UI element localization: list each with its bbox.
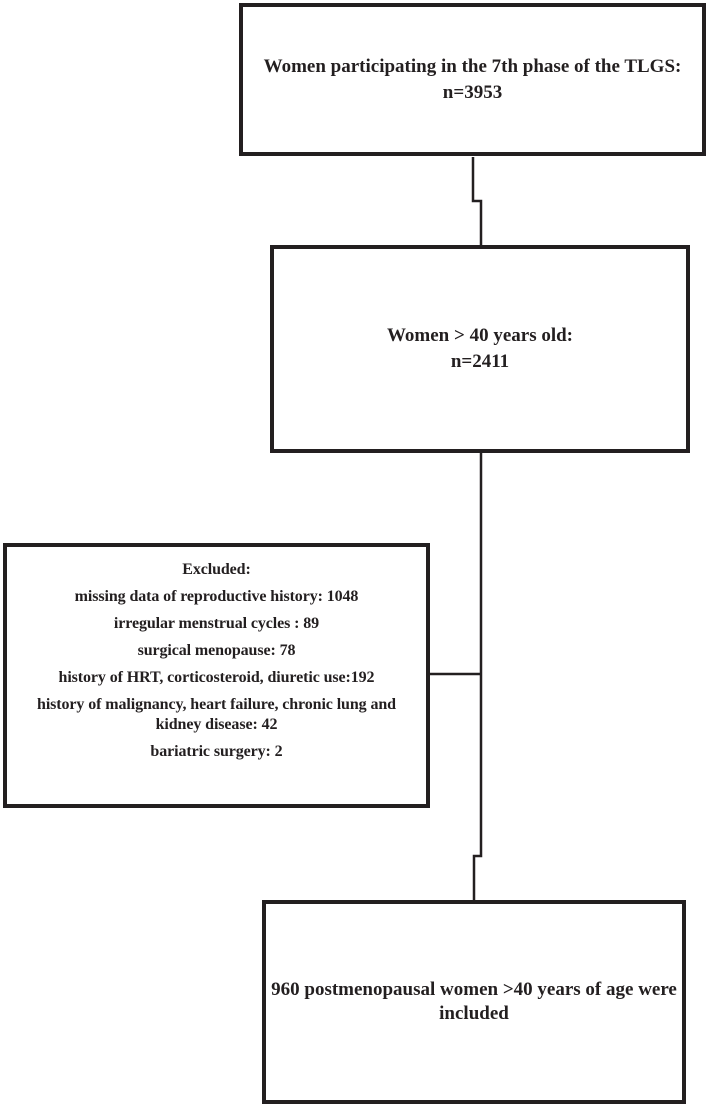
age-filter-count: n=2411 — [450, 351, 510, 372]
age-filter-label: Women > 40 years old: — [386, 325, 574, 347]
source-population-count: n=3953 — [442, 81, 503, 103]
box-age-filter: Women > 40 years old: n=2411 — [270, 245, 690, 453]
excluded-item-medication-history: history of HRT, corticosteroid, diuretic… — [58, 669, 375, 686]
source-population-label: Women participating in the 7th phase of … — [263, 55, 682, 77]
excluded-item-reproductive-history: missing data of reproductive history: 10… — [74, 588, 359, 605]
connector-source-to-age-line — [471, 157, 483, 246]
box-included: 960 postmenopausal women >40 years of ag… — [262, 900, 686, 1104]
box-source-population: Women participating in the 7th phase of … — [239, 3, 706, 156]
connector-age-to-included-line — [472, 453, 483, 901]
excluded-title: Excluded: — [182, 561, 251, 578]
excluded-item-comorbidity-history: history of malignancy, heart failure, ch… — [37, 696, 396, 733]
box-excluded: Excluded: missing data of reproductive h… — [3, 543, 430, 808]
excluded-item-bariatric-surgery: bariatric surgery: 2 — [150, 743, 283, 760]
included-label: 960 postmenopausal women >40 years of ag… — [271, 979, 677, 1024]
excluded-item-surgical-menopause: surgical menopause: 78 — [137, 642, 296, 659]
excluded-item-irregular-cycles: irregular menstrual cycles : 89 — [113, 615, 320, 632]
